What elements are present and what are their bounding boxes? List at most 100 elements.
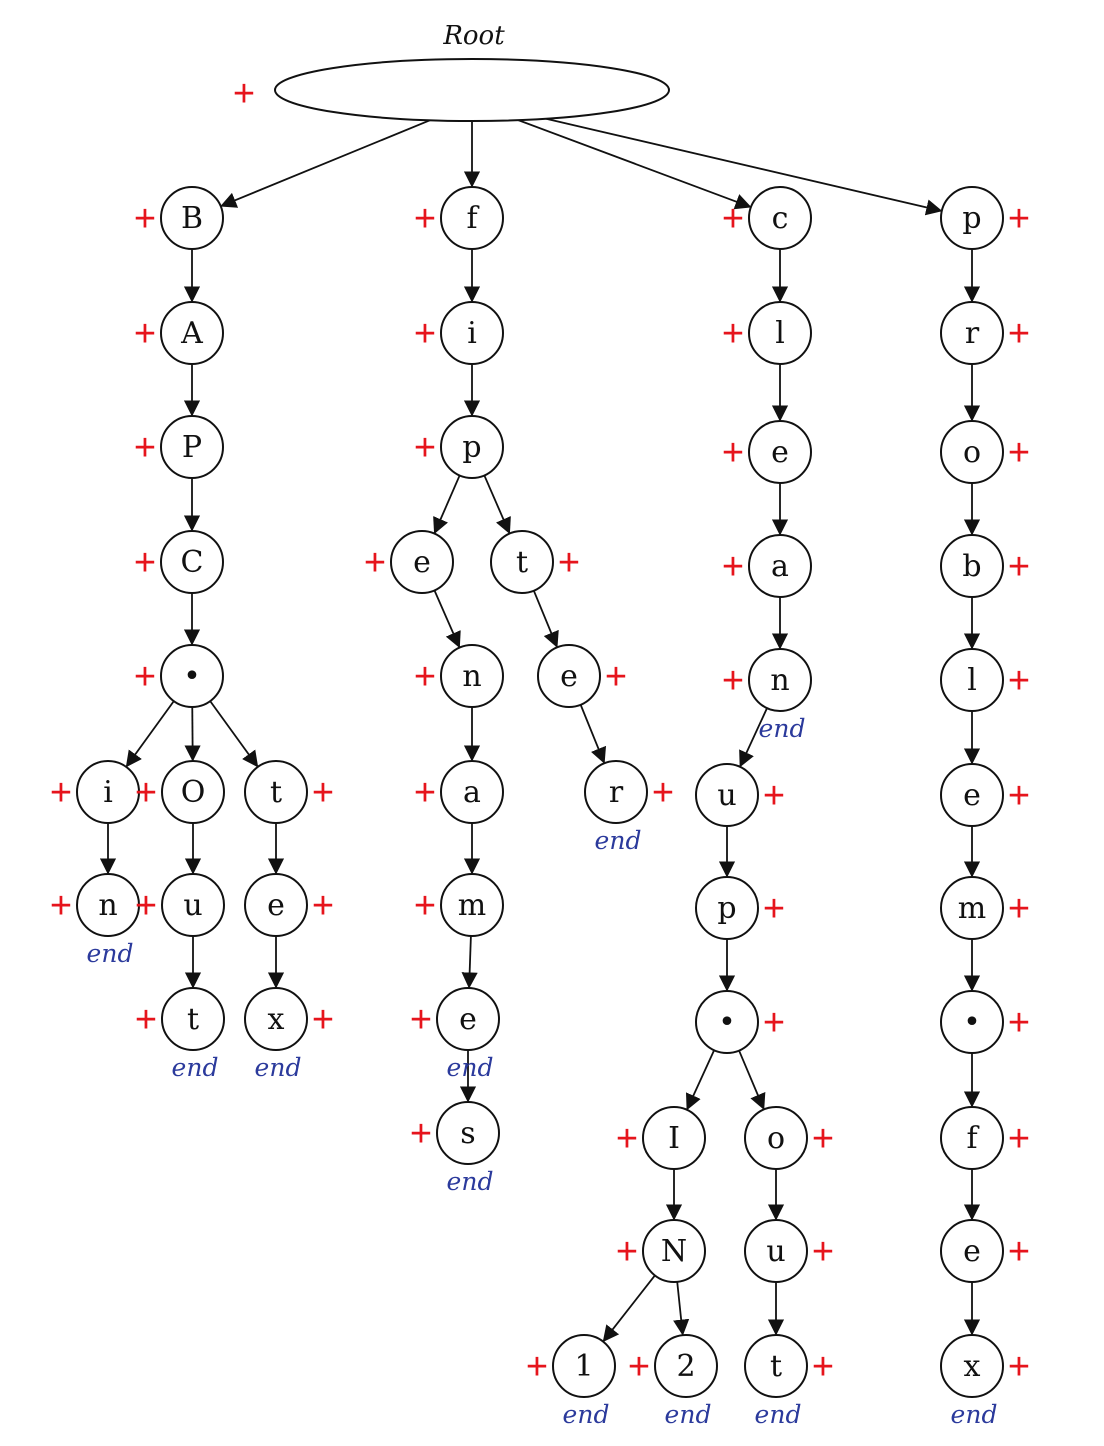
node-label: r [609, 775, 624, 810]
node-label: x [268, 1002, 285, 1037]
node-label: f [466, 201, 479, 236]
plus-mark: + [414, 313, 436, 355]
trie-node-x1: x + end [244, 987, 334, 1082]
node-circle [160, 530, 224, 594]
node-circle [940, 990, 1004, 1054]
node-circle [160, 186, 224, 250]
node-circle [940, 1106, 1004, 1170]
trie-node-two: 2+end [628, 1334, 718, 1429]
node-circle [390, 530, 454, 594]
end-marker: end [172, 1053, 219, 1082]
node-label: n [98, 888, 117, 923]
node-circle [244, 987, 308, 1051]
end-marker: end [563, 1400, 610, 1429]
node-label: B [181, 201, 203, 236]
trie-node-e2: e+ [364, 530, 454, 594]
node-label: x [964, 1349, 981, 1384]
node-label: m [458, 888, 486, 923]
node-label: 1 [574, 1349, 593, 1384]
node-circle [440, 186, 504, 250]
plus-mark: + [134, 198, 156, 240]
node-circle [436, 987, 500, 1051]
plus-mark: + [312, 999, 334, 1041]
edge-e3-r2 [579, 704, 607, 764]
plus-mark: + [1008, 198, 1030, 240]
node-label: i [103, 775, 113, 810]
trie-node-r2: r+end [584, 760, 674, 855]
node-label: u [183, 888, 202, 923]
plus-mark: + [134, 427, 156, 469]
node-label: a [771, 549, 789, 584]
end-marker: end [759, 714, 806, 743]
trie-node-t3: t+ [490, 530, 580, 594]
plus-mark: + [1008, 775, 1030, 817]
trie-node-r4: r+ [940, 301, 1030, 365]
trie-node-e6: e+ [940, 763, 1030, 827]
edge-p2-e2 [433, 475, 461, 535]
node-label: p [462, 430, 481, 465]
node-circle [244, 760, 308, 824]
trie-node-o3: o+ [744, 1106, 834, 1170]
plus-mark: + [722, 198, 744, 240]
node-label: n [462, 659, 481, 694]
trie-node-x4: x+end [940, 1334, 1030, 1429]
plus-mark: + [414, 656, 436, 698]
node-circle [160, 301, 224, 365]
node-label: O [181, 775, 206, 810]
node-circle [940, 1334, 1004, 1398]
plus-mark: + [134, 542, 156, 584]
trie-node-a3: a+ [722, 534, 812, 598]
node-label: • [718, 1005, 736, 1040]
node-circle [748, 648, 812, 712]
plus-mark: + [1008, 1118, 1030, 1160]
trie-node-B: B+ [134, 186, 224, 250]
node-label: l [775, 316, 785, 351]
node-circle [161, 987, 225, 1051]
node-circle [654, 1334, 718, 1398]
trie-node-i2: i+ [414, 301, 504, 365]
node-circle [160, 415, 224, 479]
node-label: t [516, 545, 528, 580]
root-ellipse [274, 58, 670, 122]
edge-m2-e4 [461, 935, 478, 989]
plus-mark: + [410, 1113, 432, 1155]
plus-mark: + [722, 660, 744, 702]
node-circle [940, 301, 1004, 365]
trie-node-c3: c+ [722, 186, 812, 250]
node-circle [642, 1219, 706, 1283]
node-circle [695, 876, 759, 940]
node-circle [940, 876, 1004, 940]
node-circle [940, 186, 1004, 250]
trie-node-o1: O+ [135, 760, 225, 824]
node-label: e [771, 435, 789, 470]
edge-N3-one [602, 1274, 656, 1343]
trie-node-u1: u+ [135, 873, 225, 937]
plus-mark: + [414, 198, 436, 240]
node-circle [436, 1101, 500, 1165]
plus-mark: + [50, 772, 72, 814]
node-circle [161, 760, 225, 824]
plus-mark: + [763, 775, 785, 817]
node-circle [748, 301, 812, 365]
end-marker: end [755, 1400, 802, 1429]
plus-mark: + [414, 772, 436, 814]
edge-root-B [220, 118, 433, 208]
node-circle [940, 763, 1004, 827]
trie-node-u3: u+ [695, 763, 785, 827]
plus-mark: + [763, 888, 785, 930]
node-label: p [717, 891, 736, 926]
plus-mark: + [414, 427, 436, 469]
trie-node-I3: I+ [616, 1106, 706, 1170]
end-marker: end [255, 1053, 302, 1082]
node-label: P [182, 430, 202, 465]
plus-mark: + [722, 432, 744, 474]
plus-mark: + [628, 1346, 650, 1388]
plus-mark: + [1008, 432, 1030, 474]
plus-mark: + [812, 1118, 834, 1160]
node-circle [76, 760, 140, 824]
trie-node-m2: m+ [414, 873, 504, 937]
edge-e2-n2 [433, 590, 461, 649]
node-circle [552, 1334, 616, 1398]
node-label: e [560, 659, 578, 694]
